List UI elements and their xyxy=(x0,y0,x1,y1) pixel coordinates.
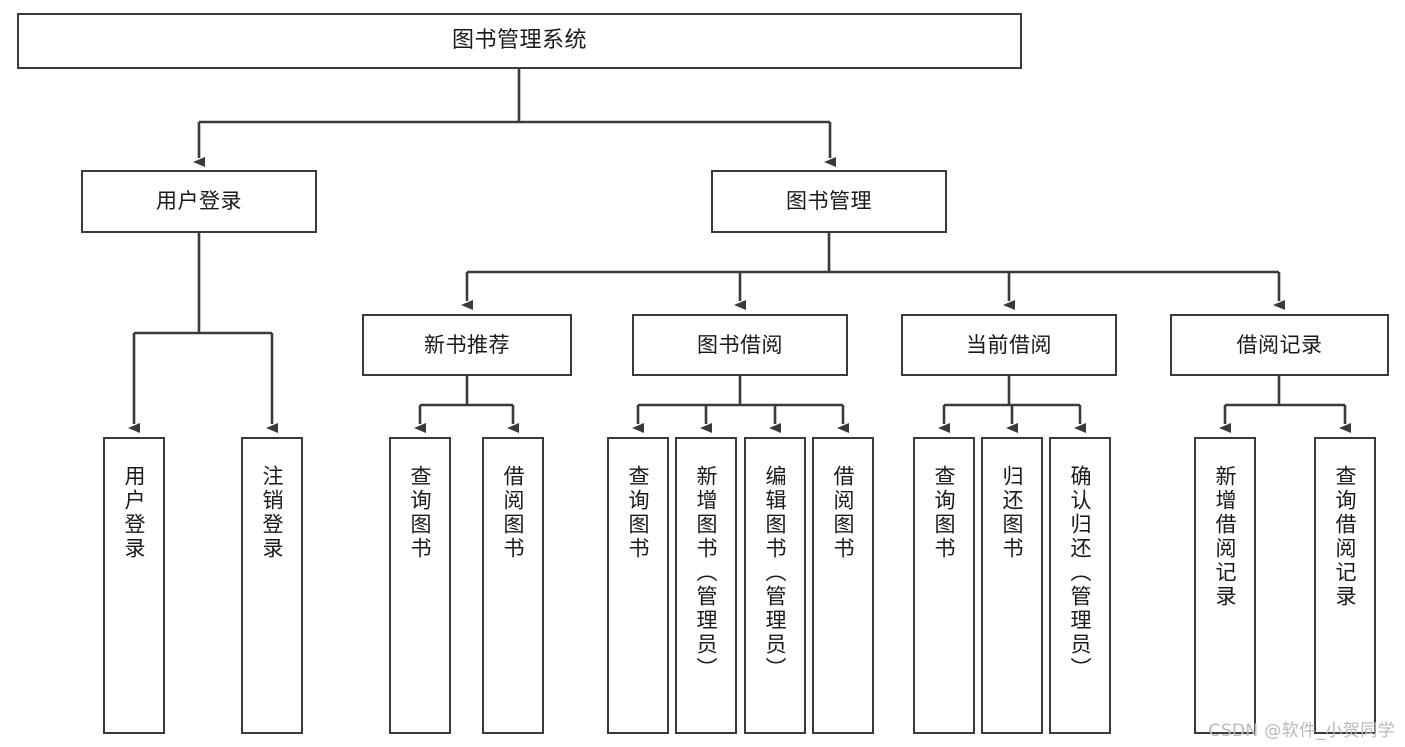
leaf-current-borrow-query-book[interactable]: 查询图书 xyxy=(913,437,975,734)
leaf-book-borrow-query-book[interactable]: 查询图书 xyxy=(607,437,669,734)
leaf-current-borrow-confirm-return-admin[interactable]: 确认归还（管理员） xyxy=(1049,437,1111,734)
leaf-new-book-query-book[interactable]: 查询图书 xyxy=(389,437,451,734)
node-label: 查询图书 xyxy=(626,465,651,561)
node-label: 用户登录 xyxy=(122,465,147,561)
node-label: 归还图书 xyxy=(1000,465,1025,561)
node-label: 编辑图书（管理员） xyxy=(763,465,788,681)
node-root-system[interactable]: 图书管理系统 xyxy=(17,13,1022,69)
node-book-borrow[interactable]: 图书借阅 xyxy=(632,314,848,376)
leaf-current-borrow-return-book[interactable]: 归还图书 xyxy=(981,437,1043,734)
node-book-management[interactable]: 图书管理 xyxy=(711,170,947,233)
node-label: 查询图书 xyxy=(932,465,957,561)
node-label: 借阅记录 xyxy=(1236,332,1323,357)
node-new-book-recommend[interactable]: 新书推荐 xyxy=(362,314,572,376)
leaf-new-book-borrow-book[interactable]: 借阅图书 xyxy=(482,437,544,734)
leaf-book-borrow-borrow-book[interactable]: 借阅图书 xyxy=(812,437,874,734)
node-user-login[interactable]: 用户登录 xyxy=(81,170,317,233)
leaf-user-login-logout[interactable]: 注销登录 xyxy=(241,437,303,734)
node-label: 确认归还（管理员） xyxy=(1068,465,1093,681)
node-label: 当前借阅 xyxy=(966,332,1052,357)
leaf-book-borrow-edit-book-admin[interactable]: 编辑图书（管理员） xyxy=(744,437,806,734)
node-label: 图书管理系统 xyxy=(451,28,587,54)
node-label: 用户登录 xyxy=(156,189,242,214)
node-label: 查询图书 xyxy=(408,465,433,561)
watermark: CSDN @软件_小贺同学 xyxy=(1208,721,1395,741)
node-current-borrow[interactable]: 当前借阅 xyxy=(901,314,1117,376)
node-label: 新增图书（管理员） xyxy=(694,465,719,681)
node-label: 注销登录 xyxy=(260,465,285,561)
node-label: 新增借阅记录 xyxy=(1213,465,1238,609)
node-label: 图书管理 xyxy=(786,189,872,214)
leaf-book-borrow-add-book-admin[interactable]: 新增图书（管理员） xyxy=(675,437,737,734)
node-label: 查询借阅记录 xyxy=(1333,465,1358,609)
leaf-user-login-login[interactable]: 用户登录 xyxy=(103,437,165,734)
leaf-borrow-record-add-record[interactable]: 新增借阅记录 xyxy=(1194,437,1256,734)
node-label: 图书借阅 xyxy=(697,332,783,357)
node-borrow-record[interactable]: 借阅记录 xyxy=(1170,314,1389,376)
node-label: 新书推荐 xyxy=(424,332,510,357)
leaf-borrow-record-query-record[interactable]: 查询借阅记录 xyxy=(1314,437,1376,734)
node-label: 借阅图书 xyxy=(501,465,526,561)
node-label: 借阅图书 xyxy=(831,465,856,561)
